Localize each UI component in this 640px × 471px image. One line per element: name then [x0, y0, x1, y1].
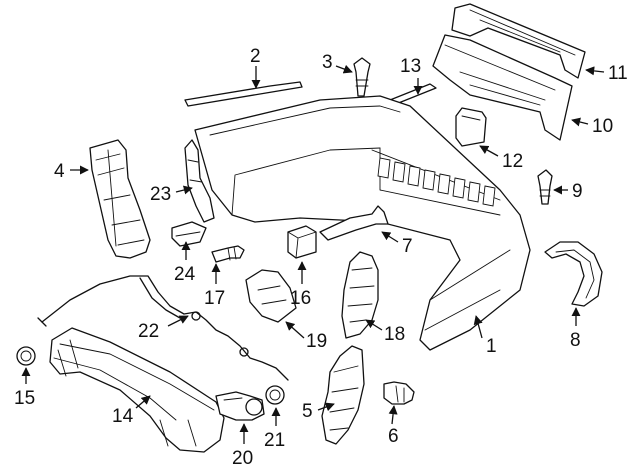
part-5-lower-bracket — [321, 345, 365, 445]
callout-1: 1 — [486, 336, 497, 357]
part-18-side-panel — [341, 251, 379, 339]
leader-22 — [167, 315, 189, 327]
leader-1 — [473, 315, 483, 339]
part-12-block — [455, 107, 487, 147]
callout-2: 2 — [250, 46, 261, 67]
part-1-vent-openings — [377, 157, 496, 207]
callout-12: 12 — [502, 151, 523, 172]
part-23-side-piece — [184, 139, 215, 223]
part-14-impact-bar — [49, 327, 225, 453]
callout-20: 20 — [232, 448, 253, 469]
callout-18: 18 — [384, 324, 405, 345]
part-8-arch-liner — [544, 241, 603, 307]
leader-arrows — [21, 64, 605, 444]
part-2-strip — [184, 81, 303, 107]
callout-9: 9 — [572, 181, 583, 202]
part-19-sensor-bracket — [245, 269, 297, 323]
callout-11: 11 — [608, 63, 628, 84]
part-20-sensor — [215, 391, 265, 421]
part-7-bracket — [319, 205, 389, 241]
leader-14 — [135, 395, 151, 409]
callout-21: 21 — [264, 430, 285, 451]
callout-7: 7 — [402, 236, 413, 257]
callout-19: 19 — [306, 331, 327, 352]
callout-24: 24 — [174, 264, 196, 285]
part-10-spoiler — [432, 34, 573, 141]
part-1-bumper-cover — [194, 95, 531, 351]
callout-15: 15 — [14, 388, 35, 409]
callout-labels: 1 2 3 4 5 6 7 8 9 10 11 12 13 14 15 16 1… — [14, 46, 628, 469]
leader-5 — [317, 402, 335, 412]
part-21-sensor-ring — [265, 385, 285, 405]
part-15-grommet — [16, 346, 36, 366]
leader-23 — [175, 185, 193, 195]
callout-14: 14 — [112, 406, 134, 427]
part-22-wiring-harness — [37, 275, 289, 381]
leader-11 — [585, 66, 605, 76]
part-3-clip — [353, 57, 371, 97]
leader-18 — [365, 319, 383, 331]
callout-3: 3 — [322, 52, 333, 73]
leader-19 — [285, 321, 305, 339]
callout-4: 4 — [54, 161, 65, 182]
leader-6 — [388, 405, 398, 425]
leader-10 — [571, 117, 589, 127]
callout-5: 5 — [302, 401, 313, 422]
part-6-clip — [383, 381, 415, 405]
leader-3 — [335, 64, 353, 74]
callout-23: 23 — [150, 184, 171, 205]
part-17-clip — [211, 245, 245, 263]
callout-13: 13 — [400, 56, 421, 77]
callout-17: 17 — [204, 288, 225, 309]
callout-10: 10 — [592, 116, 613, 137]
part-11-upper-cover — [451, 3, 586, 79]
callout-6: 6 — [388, 426, 399, 447]
leader-12 — [479, 145, 499, 157]
callout-8: 8 — [570, 330, 581, 351]
callout-16: 16 — [290, 288, 311, 309]
callout-22: 22 — [138, 321, 159, 342]
part-24-pad — [171, 221, 207, 247]
part-9-pin — [537, 169, 553, 205]
part-16-block — [287, 225, 317, 259]
leader-7 — [381, 231, 399, 243]
part-4-side-bracket — [89, 139, 151, 259]
